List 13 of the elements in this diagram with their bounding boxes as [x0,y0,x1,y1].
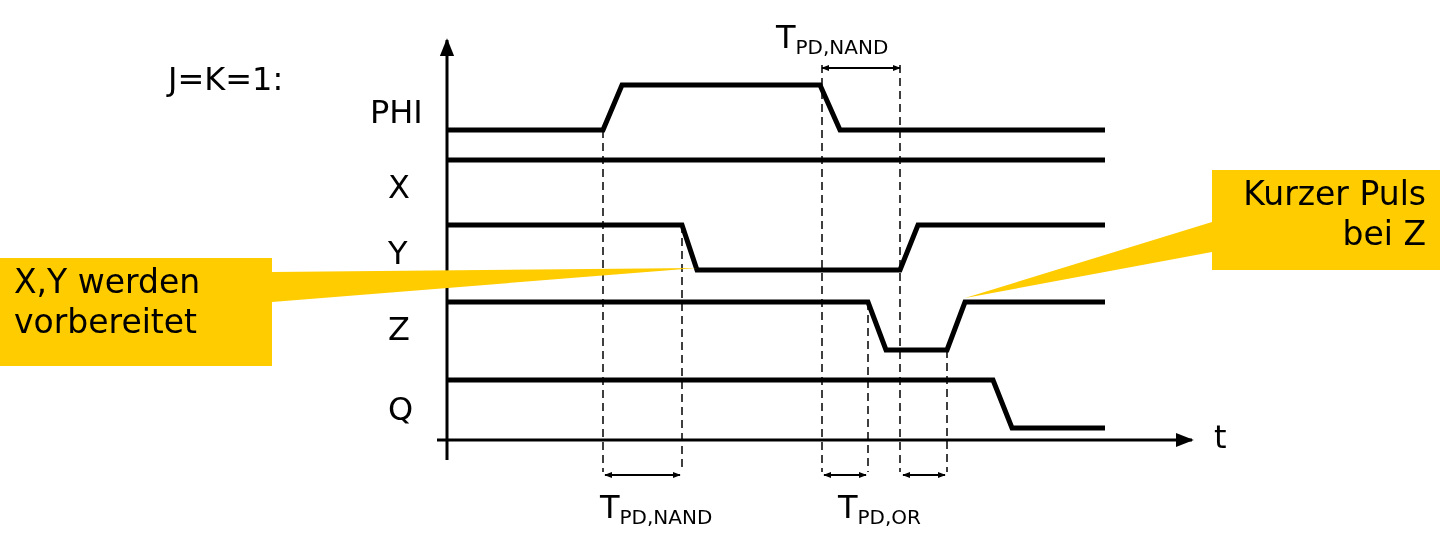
timing-label: T$_{PD,NAND}$ [776,20,889,58]
callout-note: X,Y werden vorbereitet [0,258,272,366]
callout-pointer [965,222,1212,298]
signal-label: PHI [370,95,423,131]
timing-label: T$_{PD,OR}$ [838,490,921,528]
condition-label: J=K=1: [168,62,284,98]
signal-label: X [388,170,410,206]
timing-label: T$_{PD,NAND}$ [600,490,713,528]
callout-note: Kurzer Puls bei Z [1212,170,1440,270]
signal-label: Q [388,392,414,428]
signal-label: Z [388,312,410,348]
signal-label: Y [388,236,408,272]
axis-label: t [1214,420,1227,456]
